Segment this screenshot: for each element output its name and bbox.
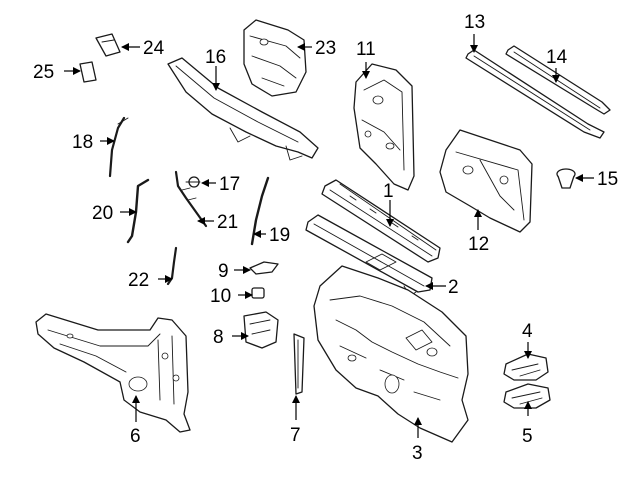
callout-20: 20 <box>92 203 113 224</box>
callout-19: 19 <box>269 225 290 246</box>
callout-17: 17 <box>219 174 240 195</box>
callout-13: 13 <box>464 12 485 33</box>
callout-22: 22 <box>128 270 149 291</box>
callout-10: 10 <box>210 286 231 307</box>
part-15-push-clip <box>556 168 576 189</box>
callout-6: 6 <box>130 426 141 447</box>
callout-2: 2 <box>448 277 459 298</box>
part-21-hose <box>174 170 208 228</box>
part-3-dash-panel <box>313 265 469 443</box>
callout-15: 15 <box>597 169 618 190</box>
part-11-side-panel <box>353 63 415 191</box>
part-1-cowl-upper-panel <box>321 179 441 263</box>
callout-3: 3 <box>412 443 423 464</box>
part-10-clip <box>251 287 265 299</box>
part-23-air-intake <box>243 19 307 97</box>
callout-14: 14 <box>546 47 568 68</box>
part-8-bracket <box>243 311 279 349</box>
leader-lines <box>64 34 594 438</box>
callout-labels: 1 2 3 4 5 6 7 8 9 10 11 12 13 14 15 16 1… <box>33 12 618 464</box>
callout-16: 16 <box>205 47 226 68</box>
part-6-side-rail-assembly <box>35 313 191 433</box>
callout-12: 12 <box>468 234 489 255</box>
part-13-seal <box>465 49 605 139</box>
part-9-plate <box>249 261 279 275</box>
callout-9: 9 <box>218 261 229 282</box>
callout-1: 1 <box>383 181 394 202</box>
part-17-clip <box>185 176 201 188</box>
callout-11: 11 <box>356 39 376 60</box>
part-4-bracket <box>503 353 549 381</box>
callout-21: 21 <box>217 212 238 233</box>
callout-23: 23 <box>315 38 336 59</box>
callout-5: 5 <box>522 426 533 447</box>
callout-18: 18 <box>72 132 93 153</box>
callout-8: 8 <box>213 327 224 348</box>
part-20-hose <box>126 178 150 244</box>
callout-24: 24 <box>143 38 165 59</box>
part-12-insulator <box>439 129 533 233</box>
callout-25: 25 <box>33 62 54 83</box>
part-5-bracket <box>503 383 551 409</box>
callout-4: 4 <box>522 321 533 342</box>
part-24-cover <box>95 33 121 57</box>
part-18-hose <box>108 116 129 178</box>
part-25-clip <box>79 61 97 83</box>
callout-7: 7 <box>290 425 301 446</box>
part-7-strip <box>293 333 305 395</box>
